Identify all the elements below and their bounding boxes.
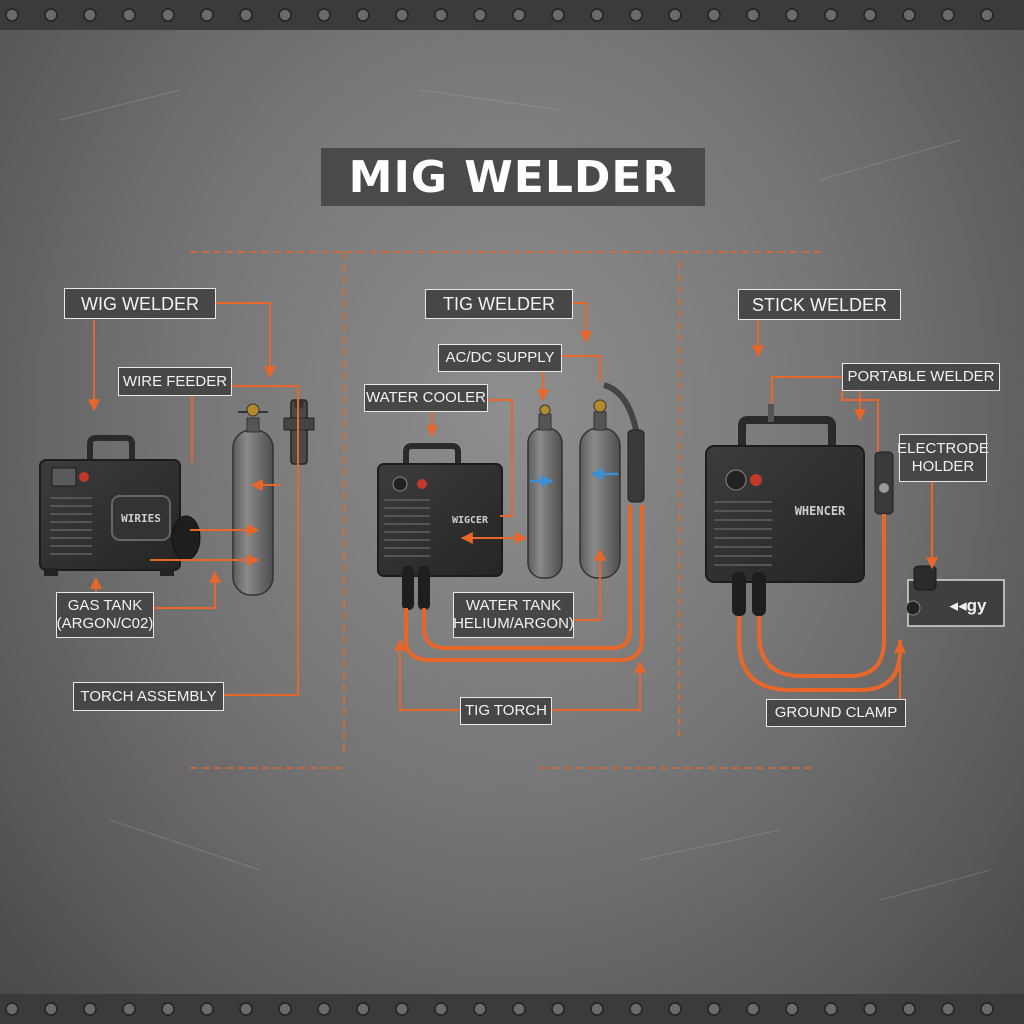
rivet (200, 8, 214, 22)
mig-machine (39, 435, 201, 576)
stick-electrode-holder (874, 451, 894, 515)
stick-machine-brand: WHENCER (795, 504, 846, 518)
metal-texture (59, 89, 991, 901)
stick-ground-clamp (905, 565, 1005, 627)
rivet (278, 8, 292, 22)
rivet (785, 1002, 799, 1016)
rivet (83, 1002, 97, 1016)
rivet (122, 8, 136, 22)
gas-tank-label-line1: GAS TANK (67, 597, 143, 614)
rivet (863, 8, 877, 22)
rivet-strip-top (0, 0, 1024, 30)
electrode-holder-label: ELECTRODE HOLDER (897, 434, 989, 482)
rivet (902, 1002, 916, 1016)
rivet (356, 1002, 370, 1016)
rivet (707, 8, 721, 22)
gas-tank-label-line2: (ARGON/C02) (56, 615, 154, 632)
rivet (356, 8, 370, 22)
ground-clamp-label: GROUND CLAMP (766, 699, 906, 727)
rivet (668, 1002, 682, 1016)
rivet-strip-bottom (0, 994, 1024, 1024)
tig-coolant-flow (530, 467, 618, 488)
rivet (863, 1002, 877, 1016)
rivet (902, 8, 916, 22)
rivet (317, 1002, 331, 1016)
rivet (551, 1002, 565, 1016)
ground-clamp-marking: ◂◂gy (950, 596, 987, 615)
rivet (44, 8, 58, 22)
electrode-holder-label-line2: HOLDER (911, 458, 975, 475)
rivet (161, 1002, 175, 1016)
rivet (161, 8, 175, 22)
rivet (239, 8, 253, 22)
tig-torch-handle (602, 382, 645, 503)
stick-machine (705, 404, 865, 616)
torch-assembly-label: TORCH ASSEMBLY (73, 682, 224, 711)
rivet (590, 8, 604, 22)
rivet (746, 8, 760, 22)
rivet (434, 8, 448, 22)
rivet (980, 8, 994, 22)
rivet (785, 8, 799, 22)
gas-tank-label: GAS TANK (ARGON/C02) (56, 592, 154, 638)
mig-gas-cylinder (232, 403, 274, 596)
tig-torch-label: TIG TORCH (460, 697, 552, 725)
rivet (200, 1002, 214, 1016)
rivet (5, 1002, 19, 1016)
rivet (512, 8, 526, 22)
rivet (83, 8, 97, 22)
rivet (980, 1002, 994, 1016)
tig-machine (377, 443, 503, 610)
mig-machine-brand: WIRIES (121, 512, 161, 525)
tig-hoses (404, 505, 644, 662)
rivet (473, 8, 487, 22)
rivet (395, 1002, 409, 1016)
rivet (707, 1002, 721, 1016)
rivet (317, 8, 331, 22)
rivet (44, 1002, 58, 1016)
rivet (551, 8, 565, 22)
rivet (5, 8, 19, 22)
rivet (629, 8, 643, 22)
water-tank-label-line2: HELIUM/ARGON) (453, 615, 574, 632)
rivet (941, 8, 955, 22)
portable-welder-label: PORTABLE WELDER (842, 363, 1000, 391)
rivet (941, 1002, 955, 1016)
section-dividers (190, 251, 820, 769)
rivet (473, 1002, 487, 1016)
rivet (512, 1002, 526, 1016)
tig-cylinder-left (527, 404, 563, 579)
mig-section-header: WIG WELDER (64, 288, 216, 319)
electrode-holder-label-line1: ELECTRODE (897, 440, 989, 457)
rivet (824, 8, 838, 22)
rivet (746, 1002, 760, 1016)
tig-connectors (394, 302, 646, 711)
rivet (590, 1002, 604, 1016)
rivet (668, 8, 682, 22)
rivet (122, 1002, 136, 1016)
rivet (278, 1002, 292, 1016)
water-tank-label: WATER TANK HELIUM/ARGON) (453, 592, 574, 638)
water-tank-label-line1: WATER TANK (465, 597, 562, 614)
rivet (395, 8, 409, 22)
rivet (824, 1002, 838, 1016)
page-title: MIG WELDER (321, 148, 705, 206)
tig-machine-brand: WIGCER (452, 515, 489, 526)
stick-cables (737, 514, 902, 692)
rivet (239, 1002, 253, 1016)
mig-connectors (88, 302, 299, 696)
rivet (434, 1002, 448, 1016)
tig-section-header: TIG WELDER (425, 289, 573, 319)
water-cooler-label: WATER COOLER (364, 384, 488, 412)
stick-section-header: STICK WELDER (738, 289, 901, 320)
acdc-supply-label: AC/DC SUPPLY (438, 344, 562, 372)
wire-feeder-label: WIRE FEEDER (118, 367, 232, 396)
rivet (629, 1002, 643, 1016)
